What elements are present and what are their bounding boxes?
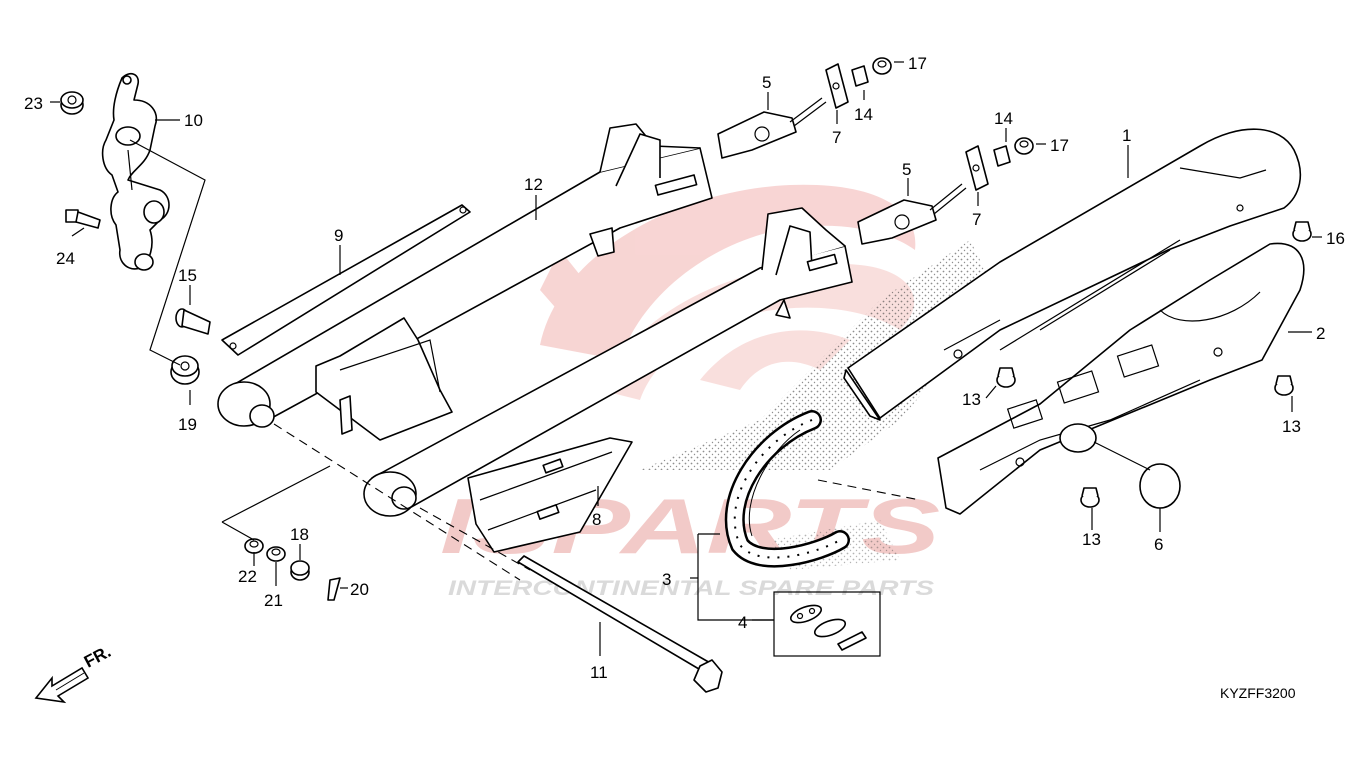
assembly-guide-cap [1093, 441, 1151, 471]
callout-14-lower: 14 [994, 109, 1013, 128]
chain-guide-line [817, 479, 921, 501]
axle-guide-line [273, 423, 521, 581]
callout-13-b: 13 [1282, 417, 1301, 436]
callout-23: 20 [350, 580, 369, 599]
callout-15: 15 [178, 266, 197, 285]
drive-chain-part-3 [724, 410, 850, 568]
callout-24: 24 [56, 249, 75, 268]
callout-3: 3 [662, 570, 671, 589]
bolt-part-16 [1292, 221, 1312, 242]
callout-21: 21 [264, 591, 283, 610]
callout-5-upper: 5 [762, 73, 771, 92]
nut-part-17-upper [872, 57, 892, 75]
callout-13-c: 13 [1082, 530, 1101, 549]
callout-4: 4 [738, 613, 747, 632]
callout-16: 16 [1326, 229, 1345, 248]
adjuster-plate-part-7-lower [965, 145, 989, 191]
washer-part-21 [266, 546, 286, 562]
callout-7-lower: 7 [972, 210, 981, 229]
nut-part-19 [170, 355, 200, 385]
front-arrow-icon [34, 666, 90, 704]
chain-case-lower-part-2 [937, 242, 1305, 515]
callout-19: 19 [178, 415, 197, 434]
chain-adjuster-part-5-lower [857, 183, 967, 245]
front-direction-indicator: FR. [34, 642, 114, 704]
bolt-part-13-b [1274, 375, 1294, 396]
callout-13-a: 13 [962, 390, 981, 409]
washer-part-14-lower [993, 145, 1011, 167]
bolt-part-13-a [996, 367, 1016, 388]
callout-labels: 23 10 24 15 19 9 12 5 7 14 17 5 7 14 17 … [24, 54, 1345, 682]
master-link-part-4 [773, 591, 881, 657]
chain-case-upper-part-1 [843, 128, 1302, 421]
swingarm-part-12 [217, 123, 853, 553]
callout-20: 23 [24, 94, 43, 113]
strap-part-9 [221, 204, 471, 356]
callout-10: 10 [184, 111, 203, 130]
callout-9: 9 [334, 226, 343, 245]
watermark-tagline: INTERCONTINENTAL SPARE PARTS [448, 577, 934, 600]
bolt-part-15 [175, 308, 211, 335]
nut-part-17-lower [1014, 137, 1034, 155]
axle-guide-line-lower [419, 507, 531, 571]
callout-22: 22 [238, 567, 257, 586]
nut-part-20 [60, 91, 84, 115]
callout-17-upper: 17 [908, 54, 927, 73]
callout-6: 6 [1154, 535, 1163, 554]
chain-adjuster-part-5-upper [717, 97, 827, 159]
callout-11: 11 [590, 663, 608, 682]
nut-part-18 [290, 560, 310, 581]
leader-lines [50, 61, 1322, 656]
washer-part-14-upper [851, 65, 869, 87]
front-label: FR. [81, 642, 114, 672]
chain-slider-part-8 [467, 437, 633, 553]
callout-12: 12 [524, 175, 543, 194]
callout-17-lower: 17 [1050, 136, 1069, 155]
diagram-code: KYZFF3200 [1220, 685, 1296, 701]
cap-part-6 [1139, 463, 1181, 509]
callout-8: 8 [592, 510, 601, 529]
callout-1: 1 [1122, 126, 1131, 145]
assembly-guide-hardware [221, 465, 331, 541]
pivot-bracket-part-10 [101, 72, 170, 271]
assembly-guide-10-19 [129, 139, 206, 366]
callout-2: 2 [1316, 324, 1325, 343]
callout-5-lower: 5 [902, 160, 911, 179]
adjuster-plate-part-7-upper [825, 63, 849, 109]
bolt-part-13-c [1080, 487, 1100, 508]
callout-14-upper: 14 [854, 105, 873, 124]
callout-7-upper: 7 [832, 128, 841, 147]
cotter-pin-part-23 [327, 577, 341, 601]
pivot-bolt-part-11 [517, 555, 723, 693]
bolt-part-24 [65, 209, 101, 229]
washer-part-22 [244, 538, 264, 554]
callout-18: 18 [290, 525, 309, 544]
